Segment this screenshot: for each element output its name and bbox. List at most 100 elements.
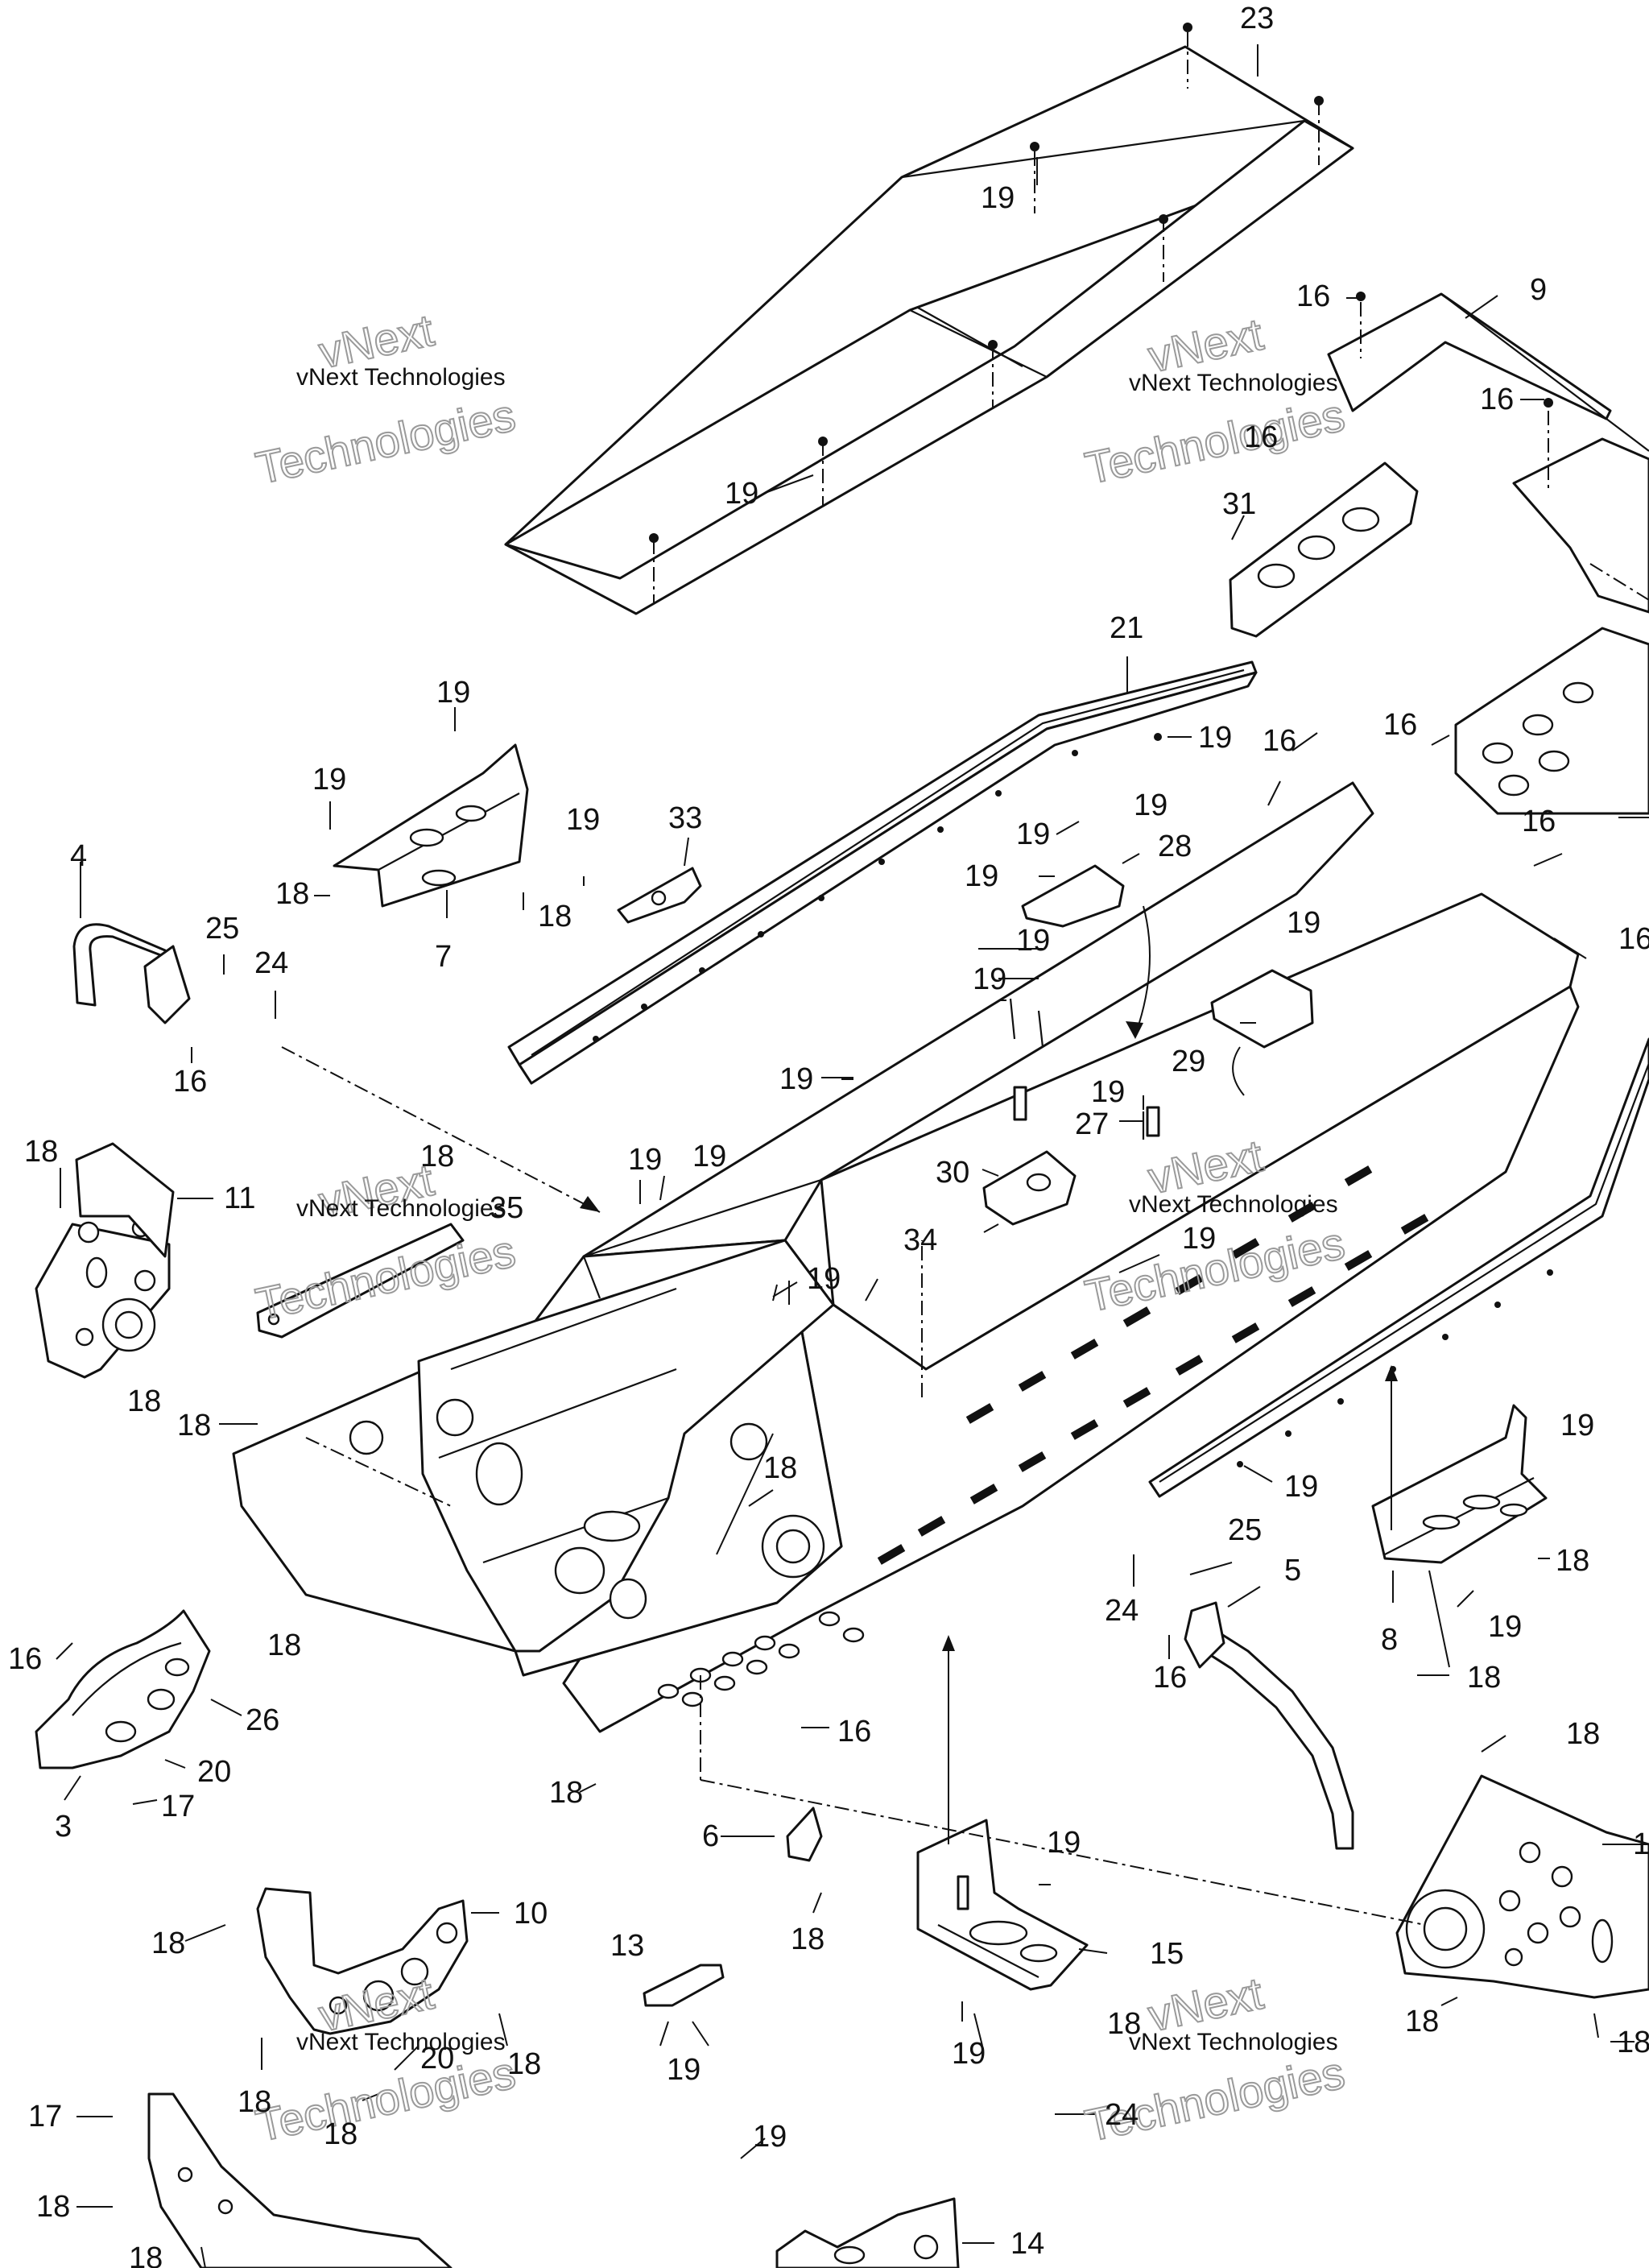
watermark-word: Technologies — [251, 1225, 519, 1330]
part-23-top-plate — [504, 23, 1354, 615]
part-7-bracket — [333, 743, 529, 908]
callout-c87: 17 — [28, 2100, 62, 2133]
watermark-word: Technologies — [1081, 389, 1349, 494]
callout-c20: 16 — [1522, 805, 1556, 838]
callout-c23: 24 — [254, 946, 288, 980]
part-3-cradle — [35, 1609, 211, 1769]
part-33-bracket — [617, 867, 702, 924]
callout-c55: 24 — [1105, 1594, 1139, 1628]
callout-c34: 19 — [1091, 1075, 1125, 1109]
part-5-handle — [1184, 1601, 1354, 1850]
callout-c30: 19 — [973, 962, 1006, 996]
callout-c91: 18 — [129, 2241, 163, 2268]
watermark-line: vNext Technologies — [296, 2029, 506, 2055]
callout-c10: 19 — [1198, 721, 1232, 755]
callout-c86: 24 — [1105, 2098, 1139, 2132]
part-11-side-plate — [35, 1142, 175, 1379]
part-10-cradle — [256, 1887, 469, 2035]
callout-c66: 16 — [837, 1715, 871, 1749]
callout-c50: 19 — [1284, 1470, 1318, 1504]
callout-c4: 16 — [1296, 279, 1330, 313]
callout-c81: 18 — [507, 2047, 541, 2081]
watermark-line: vNext Technologies — [296, 364, 506, 391]
alignment-lines — [281, 905, 1426, 1926]
callout-c57: 8 — [1381, 1623, 1398, 1657]
callout-c73: 1 — [1633, 1827, 1649, 1861]
watermark-group-2: vNext vNext Technologies Technologies — [1080, 308, 1349, 495]
callout-c21: 4 — [70, 839, 87, 873]
callout-c3: 19 — [725, 477, 758, 511]
callout-c19: 19 — [1016, 817, 1050, 851]
part-14-bracket — [775, 2197, 960, 2268]
part-lower-left-rail — [147, 2092, 453, 2268]
callout-c79: 19 — [667, 2053, 701, 2087]
part-8-bracket — [1371, 1404, 1548, 1564]
callout-c13: 19 — [436, 676, 470, 710]
callout-c27: 16 — [173, 1065, 207, 1099]
callout-c31: 19 — [1287, 906, 1320, 940]
callout-c61: 18 — [267, 1629, 301, 1662]
callout-c90: 14 — [1010, 2227, 1044, 2261]
callout-c58: 19 — [1488, 1610, 1522, 1644]
callout-c71: 15 — [1150, 1937, 1184, 1971]
part-13-bracket — [643, 1964, 725, 2007]
callout-c42: 35 — [490, 1191, 523, 1225]
callout-c25: 7 — [435, 940, 452, 974]
callout-c16: 19 — [566, 803, 600, 837]
callout-c22: 25 — [205, 912, 239, 946]
callout-c8: 31 — [1222, 487, 1256, 521]
callout-c59: 18 — [1467, 1661, 1501, 1695]
callout-c38: 34 — [903, 1223, 937, 1257]
watermark-word: Technologies — [251, 2047, 519, 2151]
watermark-group-3: vNext vNext Technologies Technologies — [250, 1153, 520, 1331]
callout-c40: 11 — [224, 1182, 255, 1215]
part-35-bracket — [256, 1223, 465, 1339]
callout-c18: 28 — [1158, 830, 1192, 863]
callout-c65: 3 — [55, 1810, 72, 1844]
callout-c75: 18 — [1617, 2026, 1649, 2059]
callout-c53: 25 — [1228, 1513, 1262, 1547]
part-15-bracket — [916, 1819, 1089, 1991]
watermark-line: vNext Technologies — [296, 1195, 506, 1222]
callout-c11: 16 — [1263, 724, 1296, 758]
callout-c5: 9 — [1530, 273, 1547, 307]
part-21-right-slide-rail — [1148, 1037, 1649, 1498]
callout-c49: 18 — [763, 1451, 797, 1485]
part-21-slide-rail — [507, 660, 1258, 1085]
watermark-word: Technologies — [251, 389, 519, 494]
callout-c76: 10 — [514, 1897, 548, 1931]
watermark-line: vNext Technologies — [1129, 2029, 1338, 2055]
callout-c35: 27 — [1075, 1107, 1109, 1141]
callout-c63: 20 — [197, 1755, 231, 1789]
part-9-rear-frame-top — [1327, 292, 1649, 614]
callout-c43: 19 — [628, 1143, 662, 1177]
callout-c32: 16 — [1618, 922, 1649, 956]
callout-c1: 23 — [1240, 2, 1274, 35]
callout-c24: 18 — [275, 877, 309, 911]
watermark-group-1: vNext vNext Technologies Technologies — [250, 304, 520, 495]
callout-c60: 16 — [8, 1642, 42, 1676]
callout-c15: 33 — [668, 801, 702, 835]
callout-c52: 18 — [1556, 1544, 1589, 1578]
callout-c28: 19 — [965, 859, 998, 893]
callout-c6: 16 — [1480, 383, 1514, 416]
part-28-29-brackets — [982, 864, 1314, 1226]
callout-c39: 18 — [24, 1135, 58, 1169]
part-6-bracket — [786, 1807, 823, 1862]
callout-c72: 18 — [1566, 1717, 1600, 1751]
callout-c7: 16 — [1244, 420, 1278, 454]
callout-c51: 19 — [1560, 1409, 1594, 1442]
part-rear-box-bracket — [1454, 627, 1649, 815]
callout-c12: 16 — [1383, 708, 1417, 742]
callout-c80: 20 — [420, 2042, 454, 2076]
callout-c17: 19 — [1134, 788, 1168, 822]
callout-c77: 18 — [151, 1927, 185, 1960]
callout-c29: 19 — [1016, 924, 1050, 958]
callout-c46: 19 — [1182, 1222, 1216, 1256]
part-31-bracket — [1229, 461, 1419, 638]
callout-c33: 29 — [1172, 1045, 1205, 1078]
callout-c14: 19 — [312, 763, 346, 797]
callout-c44: 19 — [692, 1140, 726, 1173]
callout-c74: 18 — [1405, 2005, 1439, 2038]
callout-c36: 19 — [779, 1062, 813, 1096]
